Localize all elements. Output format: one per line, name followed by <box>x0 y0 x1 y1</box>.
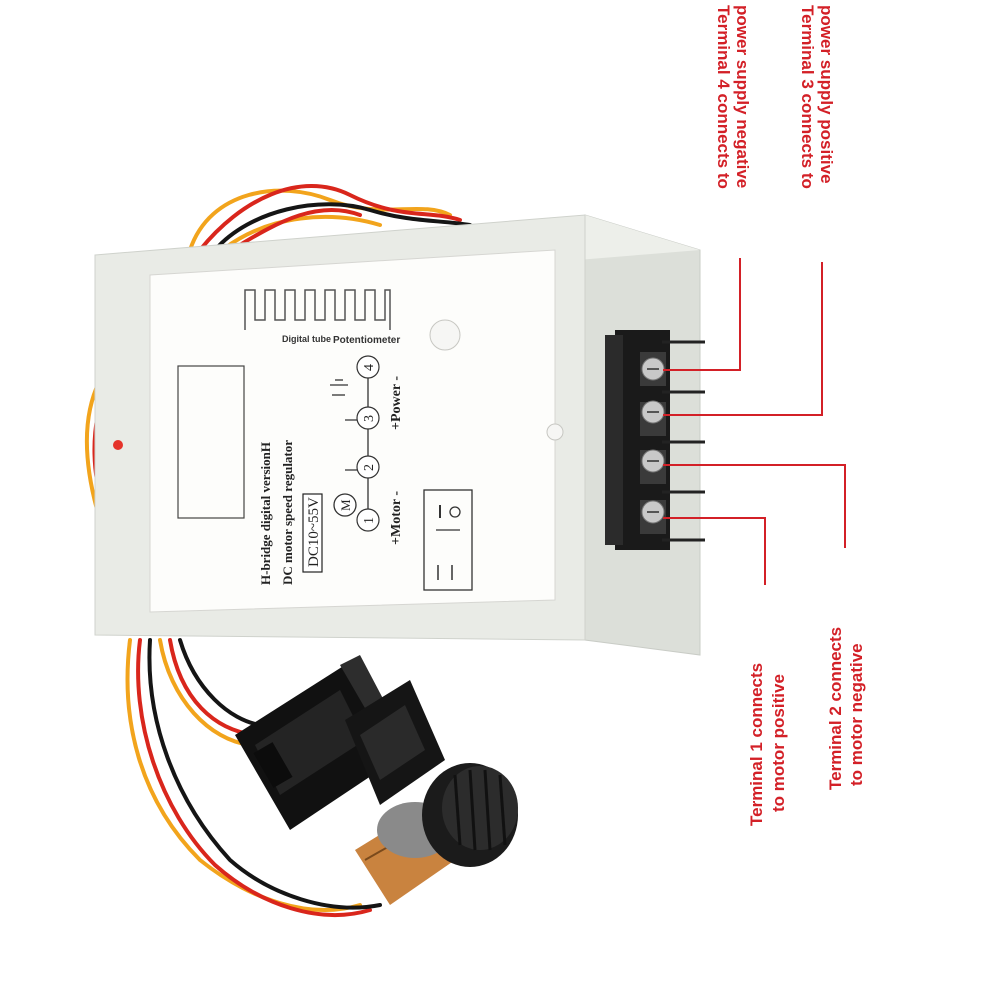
screw-hole-right <box>546 423 564 441</box>
callout-terminal3-line1: Terminal 3 connects to <box>798 5 817 189</box>
label-digital-tube: Digital tube <box>282 334 331 344</box>
callout-terminal1-line1: Terminal 1 connects <box>747 663 766 826</box>
label-motor: +Motor - <box>389 491 404 545</box>
callout-terminal4-line2: power supply negative <box>733 5 752 188</box>
label-power: +Power - <box>389 376 404 430</box>
label-voltage: DC10~55V <box>306 497 322 567</box>
label-title2: DC motor speed regulator <box>280 440 295 585</box>
potentiometer-module <box>355 763 518 905</box>
callout-terminal1-line2: to motor positive <box>769 674 788 812</box>
terminal-screw-4 <box>640 352 666 386</box>
display-window-outline <box>177 365 245 519</box>
label-potentiometer: Potentiometer <box>333 335 400 346</box>
terminal-screw-1 <box>640 500 666 534</box>
status-led <box>113 440 123 450</box>
callout-terminal3-line2: power supply positive <box>817 5 836 184</box>
term-number-1: 1 <box>362 517 377 524</box>
bottom-wire-bundle <box>125 638 382 917</box>
terminal-screw-2 <box>640 449 666 484</box>
term-number-3: 3 <box>362 415 377 422</box>
voltage-badge: DC10~55V <box>302 493 323 573</box>
callout-terminal2-line1: Terminal 2 connects <box>826 627 845 790</box>
term-number-4: 4 <box>362 364 377 371</box>
callout-terminal2-line2: to motor negative <box>847 643 866 786</box>
motor-symbol: M <box>338 499 353 511</box>
term-number-2: 2 <box>362 464 377 471</box>
terminal-block <box>605 330 705 550</box>
toggle-switch-module <box>345 680 445 805</box>
callout-lines <box>663 258 846 585</box>
top-wire-bundle <box>188 184 472 252</box>
screw-hole-top <box>429 319 461 351</box>
label-title1: H-bridge digital versionH <box>258 442 273 585</box>
label-sticker <box>149 249 556 613</box>
terminal-screw-3 <box>640 400 666 436</box>
switch-outline <box>423 489 473 591</box>
callout-terminal4-line1: Terminal 4 connects to <box>714 5 733 189</box>
terminal-schematic: M 1 2 3 4 <box>330 355 380 532</box>
pin-graphic <box>244 289 391 330</box>
